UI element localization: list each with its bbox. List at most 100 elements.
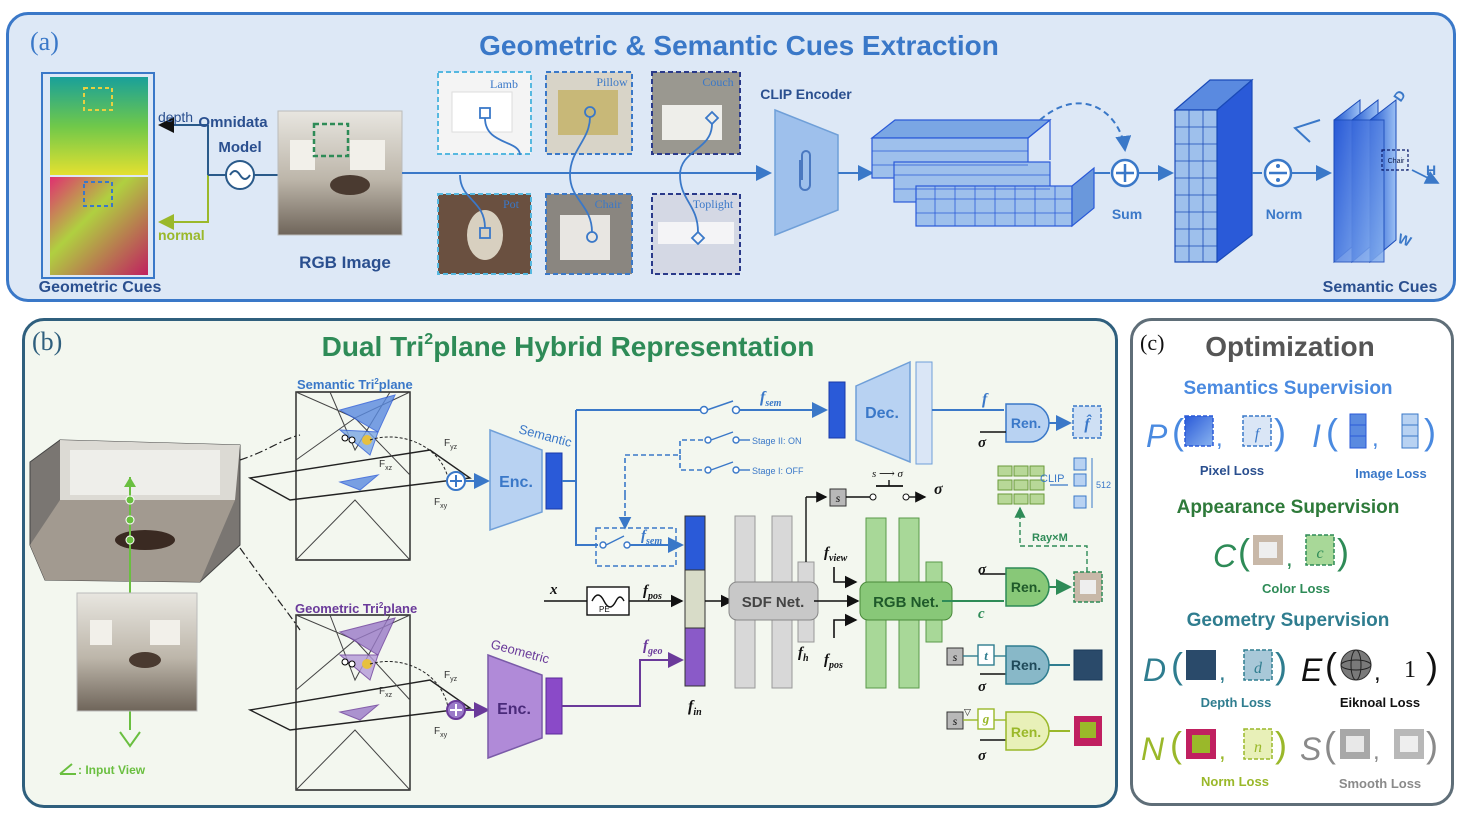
crop-pillow-label: Pillow: [596, 75, 628, 89]
color-loss-prediction: [1253, 535, 1283, 565]
crop-toplight-label: Toplight: [693, 197, 734, 211]
s-to-sigma-label: s ⟶ σ: [872, 468, 904, 480]
input-view-label: : Input View: [78, 763, 146, 777]
wave-icon: [229, 170, 251, 180]
h-axis-arrow: [1411, 169, 1440, 184]
crop-chair: [545, 174, 633, 275]
appearance-supervision-heading: Appearance Supervision: [1177, 497, 1400, 518]
sdf-net-label: SDF Net.: [742, 594, 805, 611]
semantic-triplane: [247, 391, 472, 561]
fxy-geometric: Fxy: [434, 726, 448, 739]
depth-loss-target-label: d: [1254, 660, 1263, 677]
fxz-semantic: Fxz: [379, 459, 393, 472]
svg-text:(: (: [1238, 531, 1250, 572]
svg-text:): ): [1275, 724, 1287, 765]
crop-lamb-label: Lamb: [490, 77, 518, 91]
omnidata-label: Omnidata: [198, 114, 268, 131]
f-h-label: fh: [798, 645, 809, 664]
sigma-semantic: σ: [978, 435, 987, 451]
image-loss-symbol: I: [1312, 418, 1321, 454]
f-in-label: fin: [688, 698, 702, 718]
panel-b-letter: (b): [32, 327, 62, 356]
clip-label: CLIP: [1040, 473, 1064, 485]
room-3d-scene: [29, 439, 241, 583]
stage-on-label: Stage II: ON: [752, 436, 802, 446]
svg-text:,: ,: [1219, 659, 1226, 686]
crop-chair-label: Chair: [595, 197, 622, 211]
nabla-label: ▽: [964, 707, 971, 717]
svg-text:): ): [1424, 411, 1436, 452]
geometric-cues-label: Geometric Cues: [39, 279, 162, 296]
svg-text:): ): [1337, 531, 1349, 572]
geometric-triplane: [247, 614, 472, 791]
s-normal-label: s: [953, 714, 958, 728]
paperclip-icon: [799, 150, 811, 191]
smooth-loss-symbol: S: [1300, 731, 1321, 767]
svg-text:): ): [1426, 645, 1438, 686]
norm-loss-prediction: [1186, 729, 1216, 759]
crop-lamb: [437, 71, 532, 156]
f-sem-top: fsem: [760, 389, 782, 409]
crop-couch-label: Couch: [702, 75, 733, 89]
x-input-label: x: [549, 582, 558, 598]
norm-loss-label: Norm Loss: [1201, 774, 1269, 789]
sum-label: Sum: [1112, 206, 1142, 222]
h-axis-label: H: [1426, 162, 1436, 178]
feature-volume: [1173, 78, 1254, 264]
svg-text:): ): [1426, 724, 1438, 765]
decoder: [855, 360, 911, 464]
f-pos-label: fpos: [643, 583, 662, 602]
depth-loss-label: Depth Loss: [1201, 695, 1272, 710]
svg-text:(: (: [1326, 411, 1338, 452]
semantic-encoder: [489, 428, 543, 532]
fyz-geometric: Fyz: [444, 670, 458, 683]
depth-label: depth: [158, 109, 193, 125]
semantics-supervision-heading: Semantics Supervision: [1183, 378, 1392, 399]
n512-label: 512: [1096, 480, 1111, 490]
image-loss-label: Image Loss: [1355, 466, 1427, 481]
clip-encoder-shape: [774, 108, 839, 237]
ren-color: [1005, 567, 1050, 607]
rgb-net-label: RGB Net.: [873, 594, 939, 611]
pixel-loss-paren-open: (: [1172, 411, 1184, 452]
rgb-image-label: RGB Image: [299, 253, 391, 272]
clip-encoder-label: CLIP Encoder: [760, 86, 852, 102]
camera-view-icon: [59, 763, 76, 775]
f-sem-input: fsem: [641, 528, 662, 547]
svg-text:): ): [1274, 411, 1286, 452]
s-label: s: [836, 491, 841, 505]
fxy-semantic: Fxy: [434, 497, 448, 510]
norm-loss-target-label: n: [1254, 739, 1262, 756]
clip-512-bar: [1073, 457, 1093, 509]
panel-b-title: Dual Tri2plane Hybrid Representation: [322, 331, 815, 362]
eikonal-target: 1: [1404, 657, 1416, 683]
fyz-semantic: Fyz: [444, 438, 458, 451]
depth-loss-target: [1243, 649, 1273, 681]
ren-depth: [1005, 645, 1050, 685]
f-view-arrow: [833, 567, 858, 589]
sigma-top: σ: [934, 481, 943, 498]
c-label: c: [978, 606, 985, 622]
ray-m-label: Ray×M: [1032, 532, 1068, 544]
w-axis-label: W: [1396, 230, 1415, 250]
eikonal-loss-symbol: E: [1301, 652, 1323, 688]
norm-loss-target: [1243, 728, 1273, 760]
svg-text:(: (: [1171, 645, 1183, 686]
panel-a-letter: (a): [30, 27, 59, 56]
crop-pillow: [545, 71, 633, 176]
f-geo-label: fgeo: [643, 638, 662, 657]
panel-a-title: Geometric & Semantic Cues Extraction: [479, 30, 999, 61]
svg-text:,: ,: [1372, 425, 1379, 452]
image-loss-target: [1401, 413, 1419, 449]
f-dec-label: f: [982, 391, 989, 408]
view-direction-icon: [1293, 119, 1321, 143]
sigma-normal: σ: [978, 748, 987, 764]
svg-text:,: ,: [1374, 659, 1381, 686]
feature-grid-stack: [870, 118, 1095, 228]
geometric-enc-label: Enc.: [497, 701, 531, 718]
panel-c-title: Optimization: [1205, 331, 1375, 362]
pixel-loss-prediction: [1184, 415, 1214, 447]
dec-output-feature: [915, 361, 933, 465]
crop-pot-label: Pot: [503, 197, 520, 211]
stage-switches: [618, 431, 750, 530]
